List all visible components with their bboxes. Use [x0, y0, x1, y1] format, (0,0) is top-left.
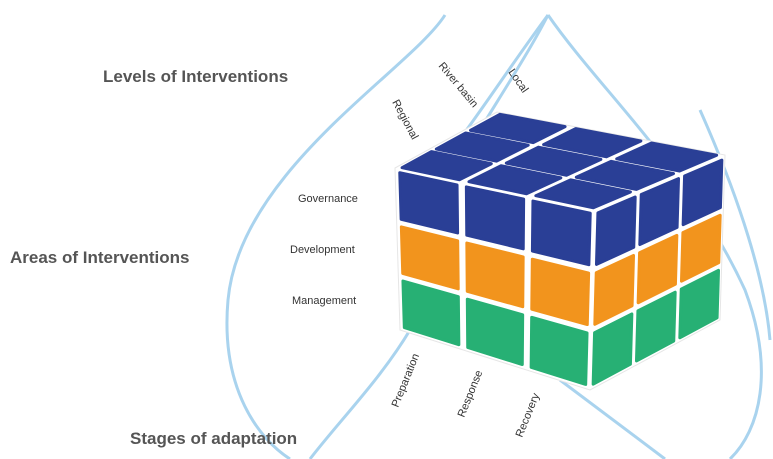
bottom-drop-curve-left	[308, 329, 412, 459]
cube-front-tile-management	[401, 279, 461, 347]
area-label-management: Management	[292, 295, 356, 307]
cube-side-tile-development	[636, 233, 679, 305]
cube-top-tile	[615, 141, 719, 173]
cube-side-tile-governance	[638, 177, 681, 247]
level-label-regional: Regional	[389, 98, 420, 142]
cube-side-tile-development	[593, 253, 636, 326]
cube-top-tile	[542, 127, 643, 159]
water-drop-outlines	[225, 14, 772, 459]
area-label-development: Development	[290, 244, 355, 256]
cube-front-tile-governance	[464, 185, 526, 251]
levels-heading: Levels of Interventions	[103, 67, 288, 86]
cube-top-tile	[574, 159, 676, 191]
areas-heading: Areas of Interventions	[10, 248, 190, 267]
right-drop-curve	[698, 109, 772, 341]
cube-front-tile-governance	[398, 171, 460, 235]
stage-label-recovery: Recovery	[514, 391, 543, 439]
area-label-governance: Governance	[298, 193, 358, 205]
cube-front-tile-development	[465, 241, 525, 309]
bottom-drop-curve-right	[559, 378, 666, 459]
cube-side-tile-management	[678, 268, 721, 340]
cube-side-tile-development	[679, 213, 722, 283]
cube-top-tile	[534, 178, 632, 210]
cube-front-tile-development	[530, 257, 591, 327]
cube-top-tile	[400, 150, 493, 182]
stage-label-preparation: Preparation	[390, 352, 422, 409]
stage-label-response: Response	[456, 369, 486, 419]
cube-top-tile	[467, 164, 563, 196]
stages-heading: Stages of adaptation	[130, 429, 297, 448]
cube-top-tile	[434, 131, 530, 163]
cube-side-tile-management	[634, 290, 677, 363]
rubiks-cube	[398, 112, 724, 386]
cube-front-tile-governance	[530, 199, 592, 267]
cube-front-tile-development	[399, 225, 460, 291]
left-drop-outline	[225, 14, 447, 459]
cube-side-tile-management	[591, 312, 634, 386]
cube-top-tile	[504, 145, 603, 177]
level-label-river-basin: River basin	[436, 60, 481, 110]
cube-top-tile	[468, 112, 567, 145]
cube-side-tile-governance	[681, 158, 724, 227]
cube-side-tile-governance	[594, 195, 637, 266]
cube-front-tile-management	[529, 315, 589, 386]
cube-front-tile-management	[465, 297, 525, 367]
